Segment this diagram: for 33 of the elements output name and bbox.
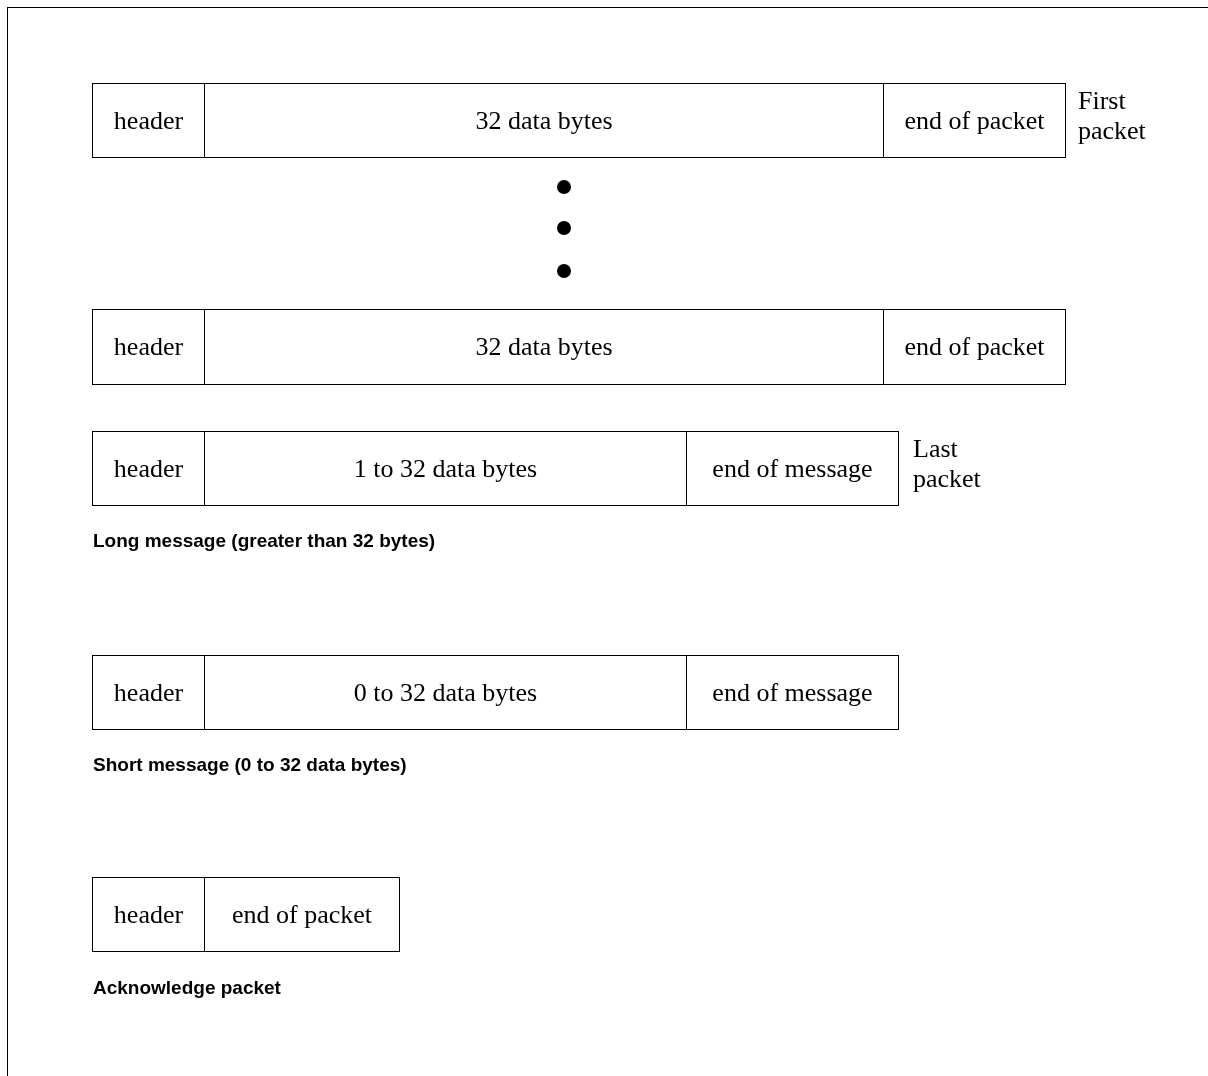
packet-caption: Last packet [913,434,982,494]
field-label: header [113,677,184,708]
field-label: 32 data bytes [475,105,613,136]
packet-field [204,655,687,730]
packet-field [92,309,205,385]
packet-field [204,309,884,385]
format-caption: Acknowledge packet [93,977,281,999]
format-caption: Short message (0 to 32 data bytes) [93,754,407,776]
packet-field [92,83,205,158]
field-label: end of packet [904,332,1045,362]
packet-caption: First packet [1078,86,1147,146]
packet-field [686,655,899,730]
field-label: 1 to 32 data bytes [353,453,538,484]
packet-field [883,309,1066,385]
field-label: header [113,105,184,136]
field-label: header [113,332,184,362]
field-label: end of packet [904,105,1045,136]
packet-field [92,877,205,952]
packet-field [883,83,1066,158]
packet-field [686,431,899,506]
field-label: 32 data bytes [475,332,613,362]
packet-field [204,431,687,506]
packet-field [92,431,205,506]
field-label: end of message [712,453,873,484]
packet-field [92,655,205,730]
field-label: end of message [712,677,873,708]
field-label: header [113,899,184,930]
field-label: 0 to 32 data bytes [353,677,538,708]
packet-field [204,877,400,952]
field-label: header [113,453,184,484]
field-label: end of packet [231,899,372,930]
packet-field [204,83,884,158]
format-caption: Long message (greater than 32 bytes) [93,530,436,552]
